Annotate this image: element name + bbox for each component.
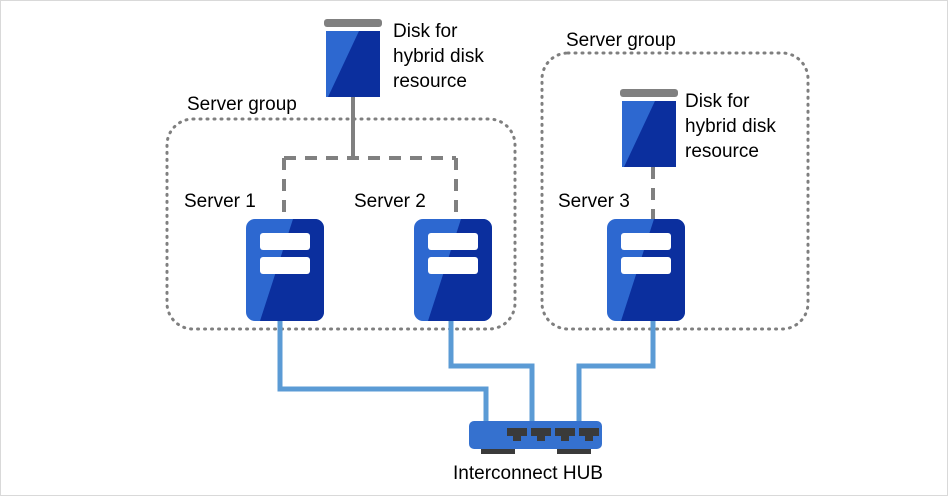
left-server-group-label: Server group <box>187 94 297 115</box>
server-1-label: Server 1 <box>184 191 256 212</box>
server-3-label: Server 3 <box>558 191 630 212</box>
cable-server-1 <box>277 321 489 421</box>
server-2-icon <box>414 219 492 321</box>
hybrid-disk-top-icon <box>324 19 382 97</box>
cable-server-2 <box>448 321 535 421</box>
right-server-group-label: Server group <box>566 30 676 51</box>
left-server-group-box <box>165 117 517 331</box>
server-2-label: Server 2 <box>354 191 426 212</box>
interconnect-hub-label: Interconnect HUB <box>453 463 603 484</box>
server-1-icon <box>246 219 324 321</box>
right-server-group-box <box>540 51 810 331</box>
hybrid-disk-top-label: Disk for hybrid disk resource <box>393 21 484 92</box>
hybrid-disk-right-label: Disk for hybrid disk resource <box>685 91 776 162</box>
hub-ports <box>507 428 599 441</box>
server-3-icon <box>607 219 685 321</box>
hybrid-disk-right-icon <box>620 89 678 167</box>
cable-server-3 <box>576 321 656 421</box>
interconnect-hub-icon <box>469 421 602 454</box>
